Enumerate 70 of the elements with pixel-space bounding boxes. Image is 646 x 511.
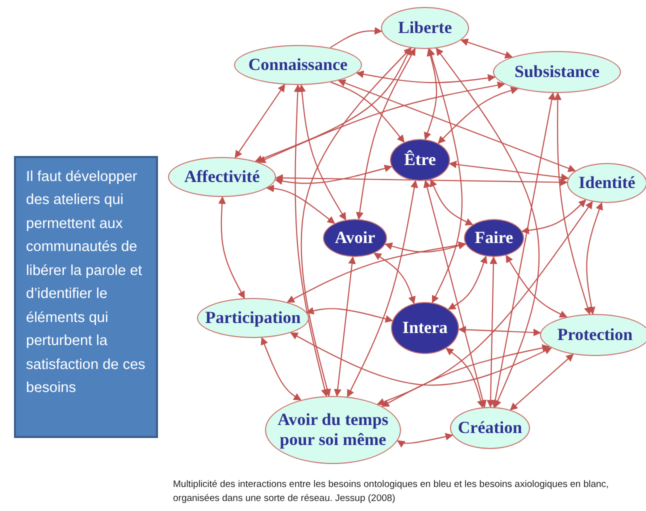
node-label: Avoir xyxy=(334,228,376,248)
node-label: Être xyxy=(404,150,436,170)
arrow xyxy=(334,256,356,397)
arrow xyxy=(506,254,568,318)
arrow xyxy=(374,252,416,304)
arrow xyxy=(424,48,438,140)
arrow xyxy=(298,84,346,220)
arrow xyxy=(491,92,556,408)
arrow xyxy=(586,202,603,315)
note-box xyxy=(14,156,158,438)
need-ellipse xyxy=(464,219,524,257)
node-label: Protection xyxy=(557,325,633,345)
need-ellipse xyxy=(381,7,469,49)
arrow xyxy=(521,199,586,234)
arrow xyxy=(346,180,418,398)
need-ellipse xyxy=(390,139,450,181)
arrow xyxy=(218,196,245,299)
arrow xyxy=(381,344,550,407)
caption: Multiplicité des interactions entre les besoins ontologiques en bleu et les besoins axiologiques en blanc, organisées dans une sorte de réseau. Jessup (2008) xyxy=(173,478,610,506)
arrow xyxy=(356,48,416,220)
node-label: Intera xyxy=(402,318,448,338)
arrow xyxy=(430,178,474,226)
arrow xyxy=(258,81,506,163)
arrow xyxy=(234,84,286,158)
need-ellipse xyxy=(391,302,459,354)
arrow xyxy=(448,256,488,310)
arrow xyxy=(260,337,302,401)
arrow xyxy=(384,242,466,253)
arrow xyxy=(486,256,498,408)
need-ellipse xyxy=(450,407,530,449)
arrow xyxy=(428,48,463,304)
arrow xyxy=(554,92,592,315)
node-label: Subsistance xyxy=(514,62,600,82)
node-label: Faire xyxy=(474,228,514,248)
node-label: Connaissance xyxy=(248,55,348,75)
node-label: Liberte xyxy=(398,18,452,38)
need-ellipse xyxy=(540,314,646,356)
arrow xyxy=(446,348,484,408)
node-label: Affectivité xyxy=(184,167,260,187)
arrow xyxy=(448,160,569,182)
arrow xyxy=(275,174,568,186)
arrow xyxy=(290,332,552,386)
arrow xyxy=(438,86,519,144)
arrow xyxy=(396,432,454,448)
arrow xyxy=(266,184,336,224)
need-ellipse xyxy=(493,51,621,93)
node-label: Participation xyxy=(205,308,301,328)
note-text: Il faut développer des ateliers qui permettent aux communautés de libérer la parole et d’identifier le éléments qui perturbent la satisfaction de ces besoins xyxy=(26,168,146,398)
arrow xyxy=(460,38,513,58)
arrow xyxy=(300,47,412,397)
arrow xyxy=(436,48,540,408)
arrow xyxy=(338,79,576,172)
arrow xyxy=(306,307,394,323)
need-ellipse xyxy=(168,157,276,197)
arrow xyxy=(458,326,542,336)
arrow xyxy=(376,201,593,406)
arrow xyxy=(330,27,382,48)
arrow xyxy=(274,164,392,185)
arrow xyxy=(294,84,328,397)
arrow xyxy=(510,354,574,410)
arrow xyxy=(286,241,466,303)
node-label: Identité xyxy=(578,173,636,193)
need-ellipse xyxy=(567,163,646,203)
need-ellipse xyxy=(197,298,309,338)
node-label: Avoir du temps pour soi même xyxy=(276,410,390,450)
node-label: Création xyxy=(458,418,522,438)
need-ellipse xyxy=(323,219,387,257)
arrow xyxy=(330,82,405,143)
arrow xyxy=(356,70,496,84)
arrow xyxy=(423,180,487,408)
